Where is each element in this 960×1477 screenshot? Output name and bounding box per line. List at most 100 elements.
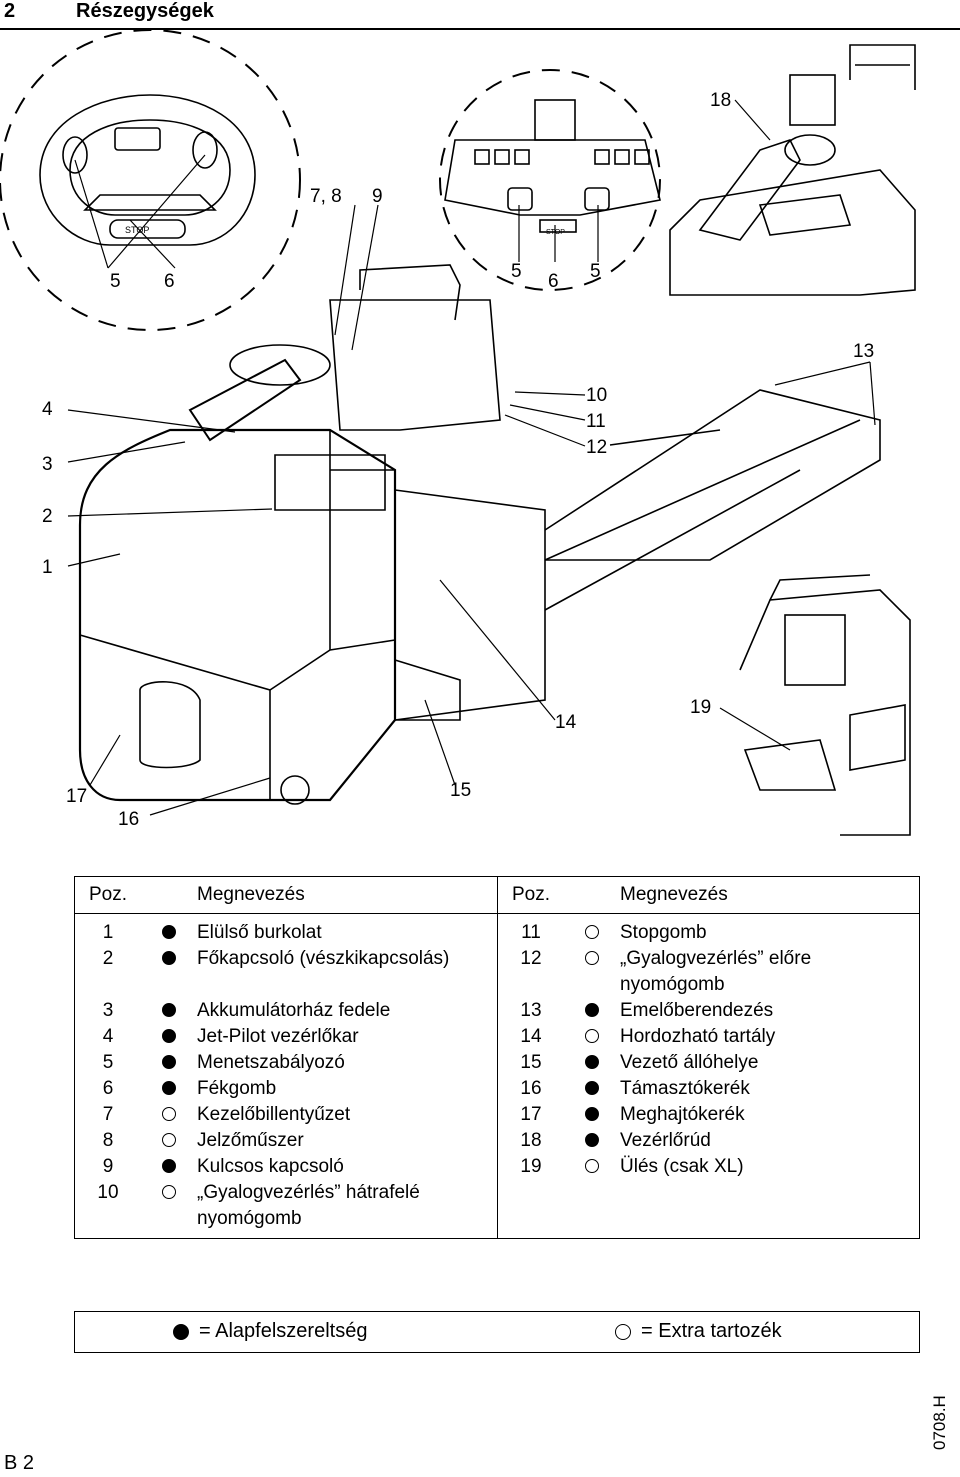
filled-bullet-icon [585,1003,599,1017]
row-name: Jet-Pilot vezérlőkar [197,1026,359,1047]
callout-5c: 5 [590,261,601,282]
callout-13: 13 [853,341,874,362]
legend-standard-label: = Alapfelszereltség [199,1320,368,1342]
tiller-detail [669,44,916,296]
table-row: 4 Jet-Pilot vezérlőkar 14 Hordozható tartál… [74,1024,920,1050]
chapter-title: Részegységek [76,0,214,22]
row-cell-left: 4 Jet-Pilot vezérlőkar [74,1024,498,1050]
stop-label-middle: STOP [546,229,565,236]
legend-standard: = Alapfelszereltség [173,1320,367,1343]
filled-bullet-icon [162,1029,176,1043]
row-cell-right: 19 Ülés (csak XL) [497,1154,920,1180]
header-pos-right: Poz. [511,884,551,905]
row-name: Menetszabályozó [197,1052,345,1073]
callout-10: 10 [586,385,607,406]
callout-5b: 5 [511,261,522,282]
row-cell-right: 14 Hordozható tartály [497,1024,920,1050]
filled-bullet-icon [585,1055,599,1069]
row-name: Fékgomb [197,1078,277,1099]
table-row: 10 „Gyalogvezérlés” hátrafelé nyomógomb [74,1180,920,1239]
row-name: Stopgomb [620,922,707,943]
row-position: 16 [520,1078,542,1099]
row-name: Támasztókerék [620,1078,750,1099]
table-header-row: Poz. Megnevezés Poz. Megnevezés [74,876,920,914]
open-bullet-icon [585,1159,599,1173]
open-bullet-icon [162,1185,176,1199]
truck-main-body [78,264,881,805]
legend-optional: = Extra tartozék [615,1320,782,1343]
filled-bullet-icon [585,1133,599,1147]
callout-18: 18 [710,90,731,111]
filled-bullet-icon [162,1003,176,1017]
filled-bullet-icon [162,925,176,939]
callout-6b: 6 [548,271,559,292]
callout-16: 16 [118,809,139,830]
page-number: B 2 [4,1452,35,1474]
callout-7-8: 7, 8 [310,186,342,207]
callout-2: 2 [42,506,53,527]
row-name: Ülés (csak XL) [620,1156,744,1177]
callout-labels: 5 6 5 6 5 7, 8 9 18 13 4 3 2 1 10 11 12 … [42,90,874,830]
row-name: Kezelőbillentyűzet [197,1104,351,1125]
row-position: 10 [97,1182,119,1203]
header-left: Poz. Megnevezés [74,876,498,914]
truck-illustration: 5 6 5 6 5 7, 8 9 18 13 4 3 2 1 10 11 12 … [0,30,916,836]
row-position: 14 [520,1026,542,1047]
row-position: 6 [102,1078,114,1099]
legend-box: = Alapfelszereltség = Extra tartozék [74,1311,920,1353]
row-name: Akkumulátorház fedele [197,1000,391,1021]
row-cell-right [497,1180,920,1239]
row-position: 19 [520,1156,542,1177]
callout-17: 17 [66,786,87,807]
detail-circle-middle [439,69,661,291]
detail-circle-left [0,30,301,331]
row-name: Hordozható tartály [620,1026,776,1047]
callout-3: 3 [42,454,53,475]
filled-bullet-icon [585,1081,599,1095]
header-rule [0,28,960,30]
row-position: 12 [520,948,542,969]
row-cell-left: 5 Menetszabályozó [74,1050,498,1076]
row-position: 17 [520,1104,542,1125]
callout-6a: 6 [164,271,175,292]
open-bullet-icon [585,951,599,965]
row-name: „Gyalogvezérlés” hátrafelé nyomógomb [197,1182,420,1229]
row-position: 11 [521,922,541,943]
header-name-left: Megnevezés [197,884,305,905]
callout-14: 14 [555,712,577,733]
row-position: 15 [520,1052,542,1073]
header-right: Poz. Megnevezés [497,876,920,914]
row-name: Vezérlőrúd [620,1130,711,1151]
chapter-number: 2 [4,0,16,22]
callout-19: 19 [690,697,711,718]
filled-bullet-icon [585,1107,599,1121]
legend-optional-label: = Extra tartozék [641,1320,782,1342]
row-cell-left: 10 „Gyalogvezérlés” hátrafelé nyomógomb [74,1180,498,1239]
callout-9: 9 [372,186,383,207]
callout-12: 12 [586,437,607,458]
callout-1: 1 [42,557,53,578]
open-bullet-icon [585,925,599,939]
row-name: Kulcsos kapcsoló [197,1156,344,1177]
row-position: 18 [520,1130,542,1151]
filled-bullet-icon [162,951,176,965]
row-position: 5 [102,1052,114,1073]
row-name: Emelőberendezés [620,1000,774,1021]
seat-detail [739,574,911,836]
filled-bullet-icon [173,1323,189,1340]
row-position: 2 [102,948,114,969]
row-cell-right: 11 Stopgomb [497,913,920,946]
row-position: 4 [102,1026,114,1047]
row-position: 8 [102,1130,114,1151]
